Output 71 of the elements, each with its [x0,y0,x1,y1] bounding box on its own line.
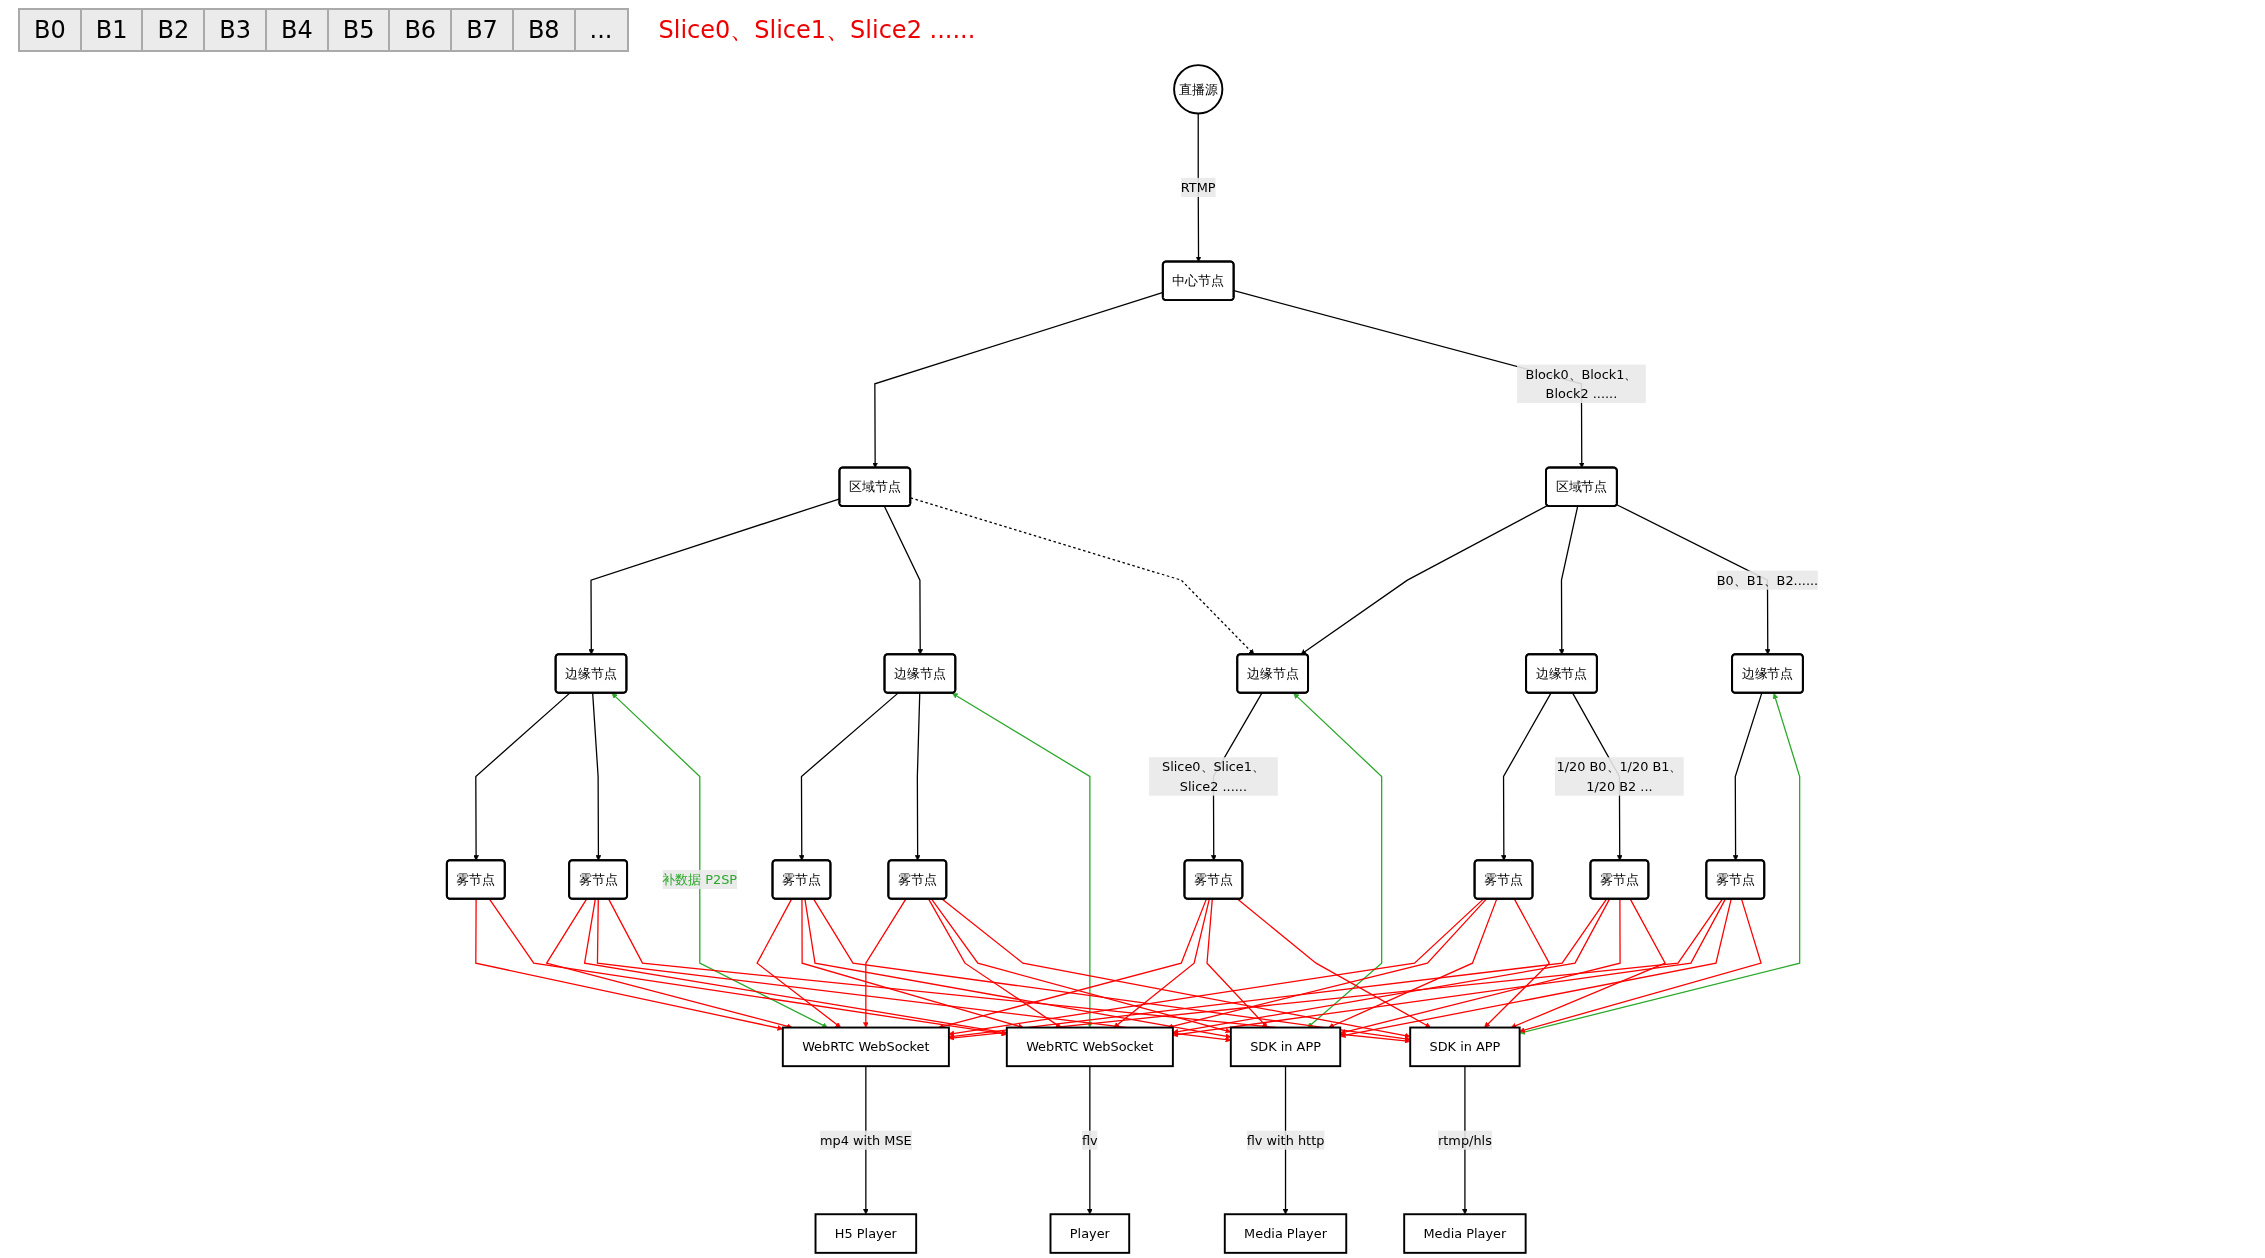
node-box: WebRTC WebSocket [781,1026,950,1068]
node-box: Media Player [1223,1213,1348,1254]
arrow [1236,898,1431,1028]
arrow [1732,692,1763,861]
node-box: Player [1049,1213,1131,1254]
arrow [592,692,602,861]
arrow [1501,692,1552,861]
edge-label: flv with http [1246,1132,1325,1148]
block-cell: B4 [264,8,329,52]
arrow [1484,898,1551,1028]
edge-label: mp4 with MSE [819,1132,912,1148]
arrow [798,692,899,861]
arrow [1519,898,1762,1033]
node-circle: 直播源 [1173,64,1224,115]
edge-label: 补数据 P2SP [662,871,738,888]
block-cell: B2 [141,8,206,52]
arrow [1195,112,1202,263]
arrow [948,898,1484,1037]
node-box: WebRTC WebSocket [1005,1026,1174,1068]
edge-label: Slice0、Slice1、Slice2 ...... [1162,759,1265,794]
edge-label: Block0、Block1、Block2 ...... [1525,366,1638,402]
arrow [611,693,828,1028]
arrow [813,898,1411,1042]
note-text: Slice0、Slice1、Slice2 ...... [658,16,976,44]
arrow [1558,505,1579,655]
arrow [1113,898,1210,1028]
arrow [1167,898,1487,1030]
block-cell: B7 [450,8,514,52]
block-cell: ... [573,8,629,52]
arrow [475,898,784,1031]
block-cell: B5 [326,8,391,52]
arrow [608,898,1411,1044]
arrow [1510,898,1667,1029]
node-box: Media Player [1403,1213,1527,1254]
block-cell: B3 [203,8,267,52]
node-box: SDK in APP [1409,1026,1521,1068]
arrow [928,898,1062,1028]
arrow [952,693,1093,1028]
arrow [863,1065,869,1215]
arrow [948,898,1608,1040]
node-box: H5 Player [814,1213,918,1254]
arrow [1462,1065,1468,1215]
arrow [801,898,1024,1029]
block-cell: B8 [511,8,576,52]
arrow [1300,504,1549,655]
block-cell: B1 [79,8,144,52]
edge-label: B0、B1、B2...... [1716,572,1819,588]
arrow [941,898,1411,1039]
edge-label: RTMP [1180,179,1216,196]
arrow [948,898,1724,1041]
edge-label: 1/20 B0、1/20 B1、1/20 B2 ... [1556,759,1683,794]
arrow [1282,1065,1289,1215]
arrow [914,692,921,861]
arrow [545,898,793,1029]
arrow [1172,898,1726,1038]
arrow [1340,898,1621,1035]
arrow [1087,1065,1093,1215]
edge-label: rtmp/hls [1438,1132,1492,1148]
arrow [1293,693,1383,1028]
arrow [1206,898,1268,1028]
edge-label: flv [1081,1132,1098,1148]
block-cell: B0 [18,8,82,52]
arrow [883,505,924,655]
arrow [473,692,571,861]
node-box: SDK in APP [1229,1026,1342,1068]
arrow [756,898,841,1028]
arrow [1340,898,1732,1038]
block-cell: B6 [388,8,453,52]
arrow [1328,898,1498,1029]
arrow [1172,898,1611,1035]
arrow [863,898,907,1028]
